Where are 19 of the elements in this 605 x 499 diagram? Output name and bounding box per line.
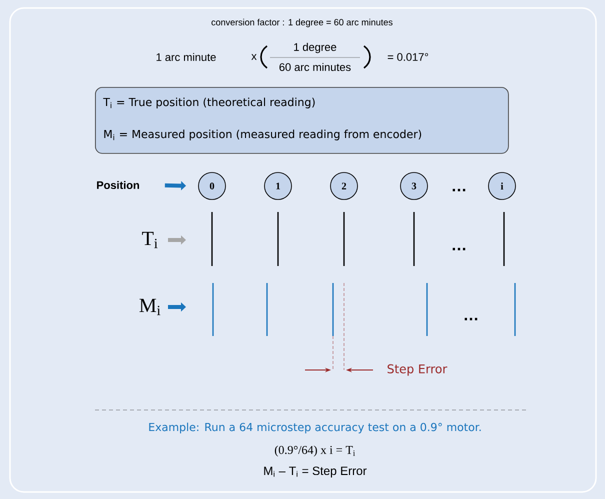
formula-text: 60 arc minutes [280, 62, 351, 72]
conversion-note: conversion factor : 1 degree = 60 arc minutes [212, 18, 392, 28]
definition-text: T$_{i}$ = True position (theoretical reading) [103, 98, 315, 108]
ellipsis: … [452, 248, 466, 250]
ellipsis: … [452, 188, 466, 192]
row-label: Position [97, 180, 140, 190]
formula-text: (0.9°/64) x i = T$_{i}$ [274, 446, 355, 456]
formula-text: x [251, 54, 257, 60]
ellipsis: … [464, 318, 478, 320]
definition-box [95, 87, 509, 154]
row-label: M$_{i}$ [140, 298, 160, 316]
formula-text: 1 arc minute [156, 52, 216, 62]
formula-text: M$_{i}$ – T$_{i}$ = Step Error [264, 466, 367, 478]
step-error-label: Step Error [388, 364, 448, 376]
formula-text: = 0.017° [388, 53, 428, 61]
example-text: Example: Run a 64 microstep accuracy test on a 0.9° motor. [149, 422, 481, 434]
row-label: T$_{i}$ [142, 232, 158, 248]
formula-text: 1 degree [294, 42, 336, 54]
definition-text: M$_{i}$ = Measured position (measured reading from encoder) [104, 130, 422, 140]
